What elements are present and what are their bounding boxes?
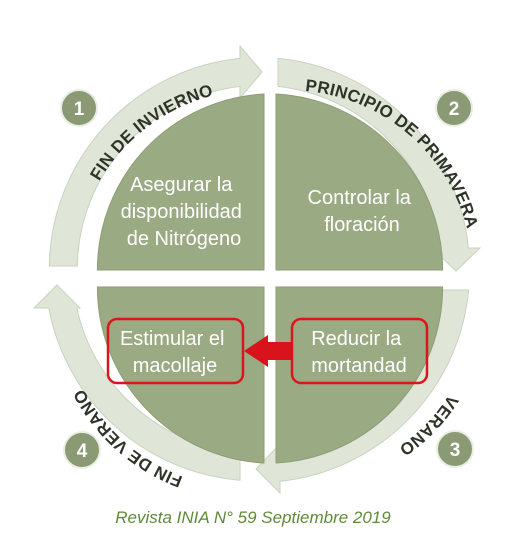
red-arrow-left-icon	[244, 335, 292, 367]
number-badges: 1 2 3 4	[60, 89, 474, 469]
badge-number-3: 3	[450, 440, 461, 461]
badge-number-1: 1	[74, 99, 85, 120]
action-text-fin-de-verano: Estimular el macollaje	[120, 328, 230, 377]
quadrant-fin-de-verano	[96, 286, 265, 464]
badge-number-2: 2	[449, 99, 460, 120]
action-line-1-1: Asegurar la	[130, 174, 233, 196]
action-line-3-1: Reducir la	[311, 328, 402, 350]
action-text-fin-de-invierno: Asegurar la disponibilidad de Nitrógeno	[121, 174, 248, 250]
badge-circle-4	[63, 431, 101, 469]
quadrant-fin-de-invierno	[96, 93, 265, 271]
number-badge-2: 2	[435, 89, 473, 127]
action-texts: Asegurar la disponibilidad de Nitrógeno …	[120, 174, 417, 377]
cycle-arrow-band	[32, 44, 482, 495]
action-line-2-1: Controlar la	[308, 187, 412, 209]
action-line-1-3: de Nitrógeno	[127, 228, 242, 250]
action-line-4-1: Estimular el	[120, 328, 224, 350]
action-text-principio-de-primavera: Controlar la floración	[308, 187, 417, 236]
arrow-band-segment-4	[32, 284, 241, 481]
number-badge-3: 3	[436, 430, 474, 468]
quadrant-principio-de-primavera	[275, 93, 444, 271]
action-line-4-2: macollaje	[133, 355, 217, 377]
highlight-box-estimular	[106, 317, 245, 385]
number-badge-1: 1	[60, 89, 98, 127]
action-line-1-2: disponibilidad	[121, 201, 242, 223]
action-line-3-2: mortandad	[311, 355, 407, 377]
source-caption: Revista INIA N° 59 Septiembre 2019	[115, 508, 391, 527]
badge-number-4: 4	[77, 441, 88, 462]
number-badge-4: 4	[63, 431, 101, 469]
action-text-verano: Reducir la mortandad	[311, 328, 407, 377]
arrow-band-segment-1	[48, 44, 263, 267]
quadrant-verano	[275, 286, 444, 464]
quadrant-group	[96, 93, 444, 464]
badge-circle-3	[436, 430, 474, 468]
badge-circle-2	[435, 89, 473, 127]
arrow-band-segment-2	[277, 57, 482, 272]
badge-circle-1	[60, 89, 98, 127]
action-line-2-2: floración	[324, 214, 400, 236]
